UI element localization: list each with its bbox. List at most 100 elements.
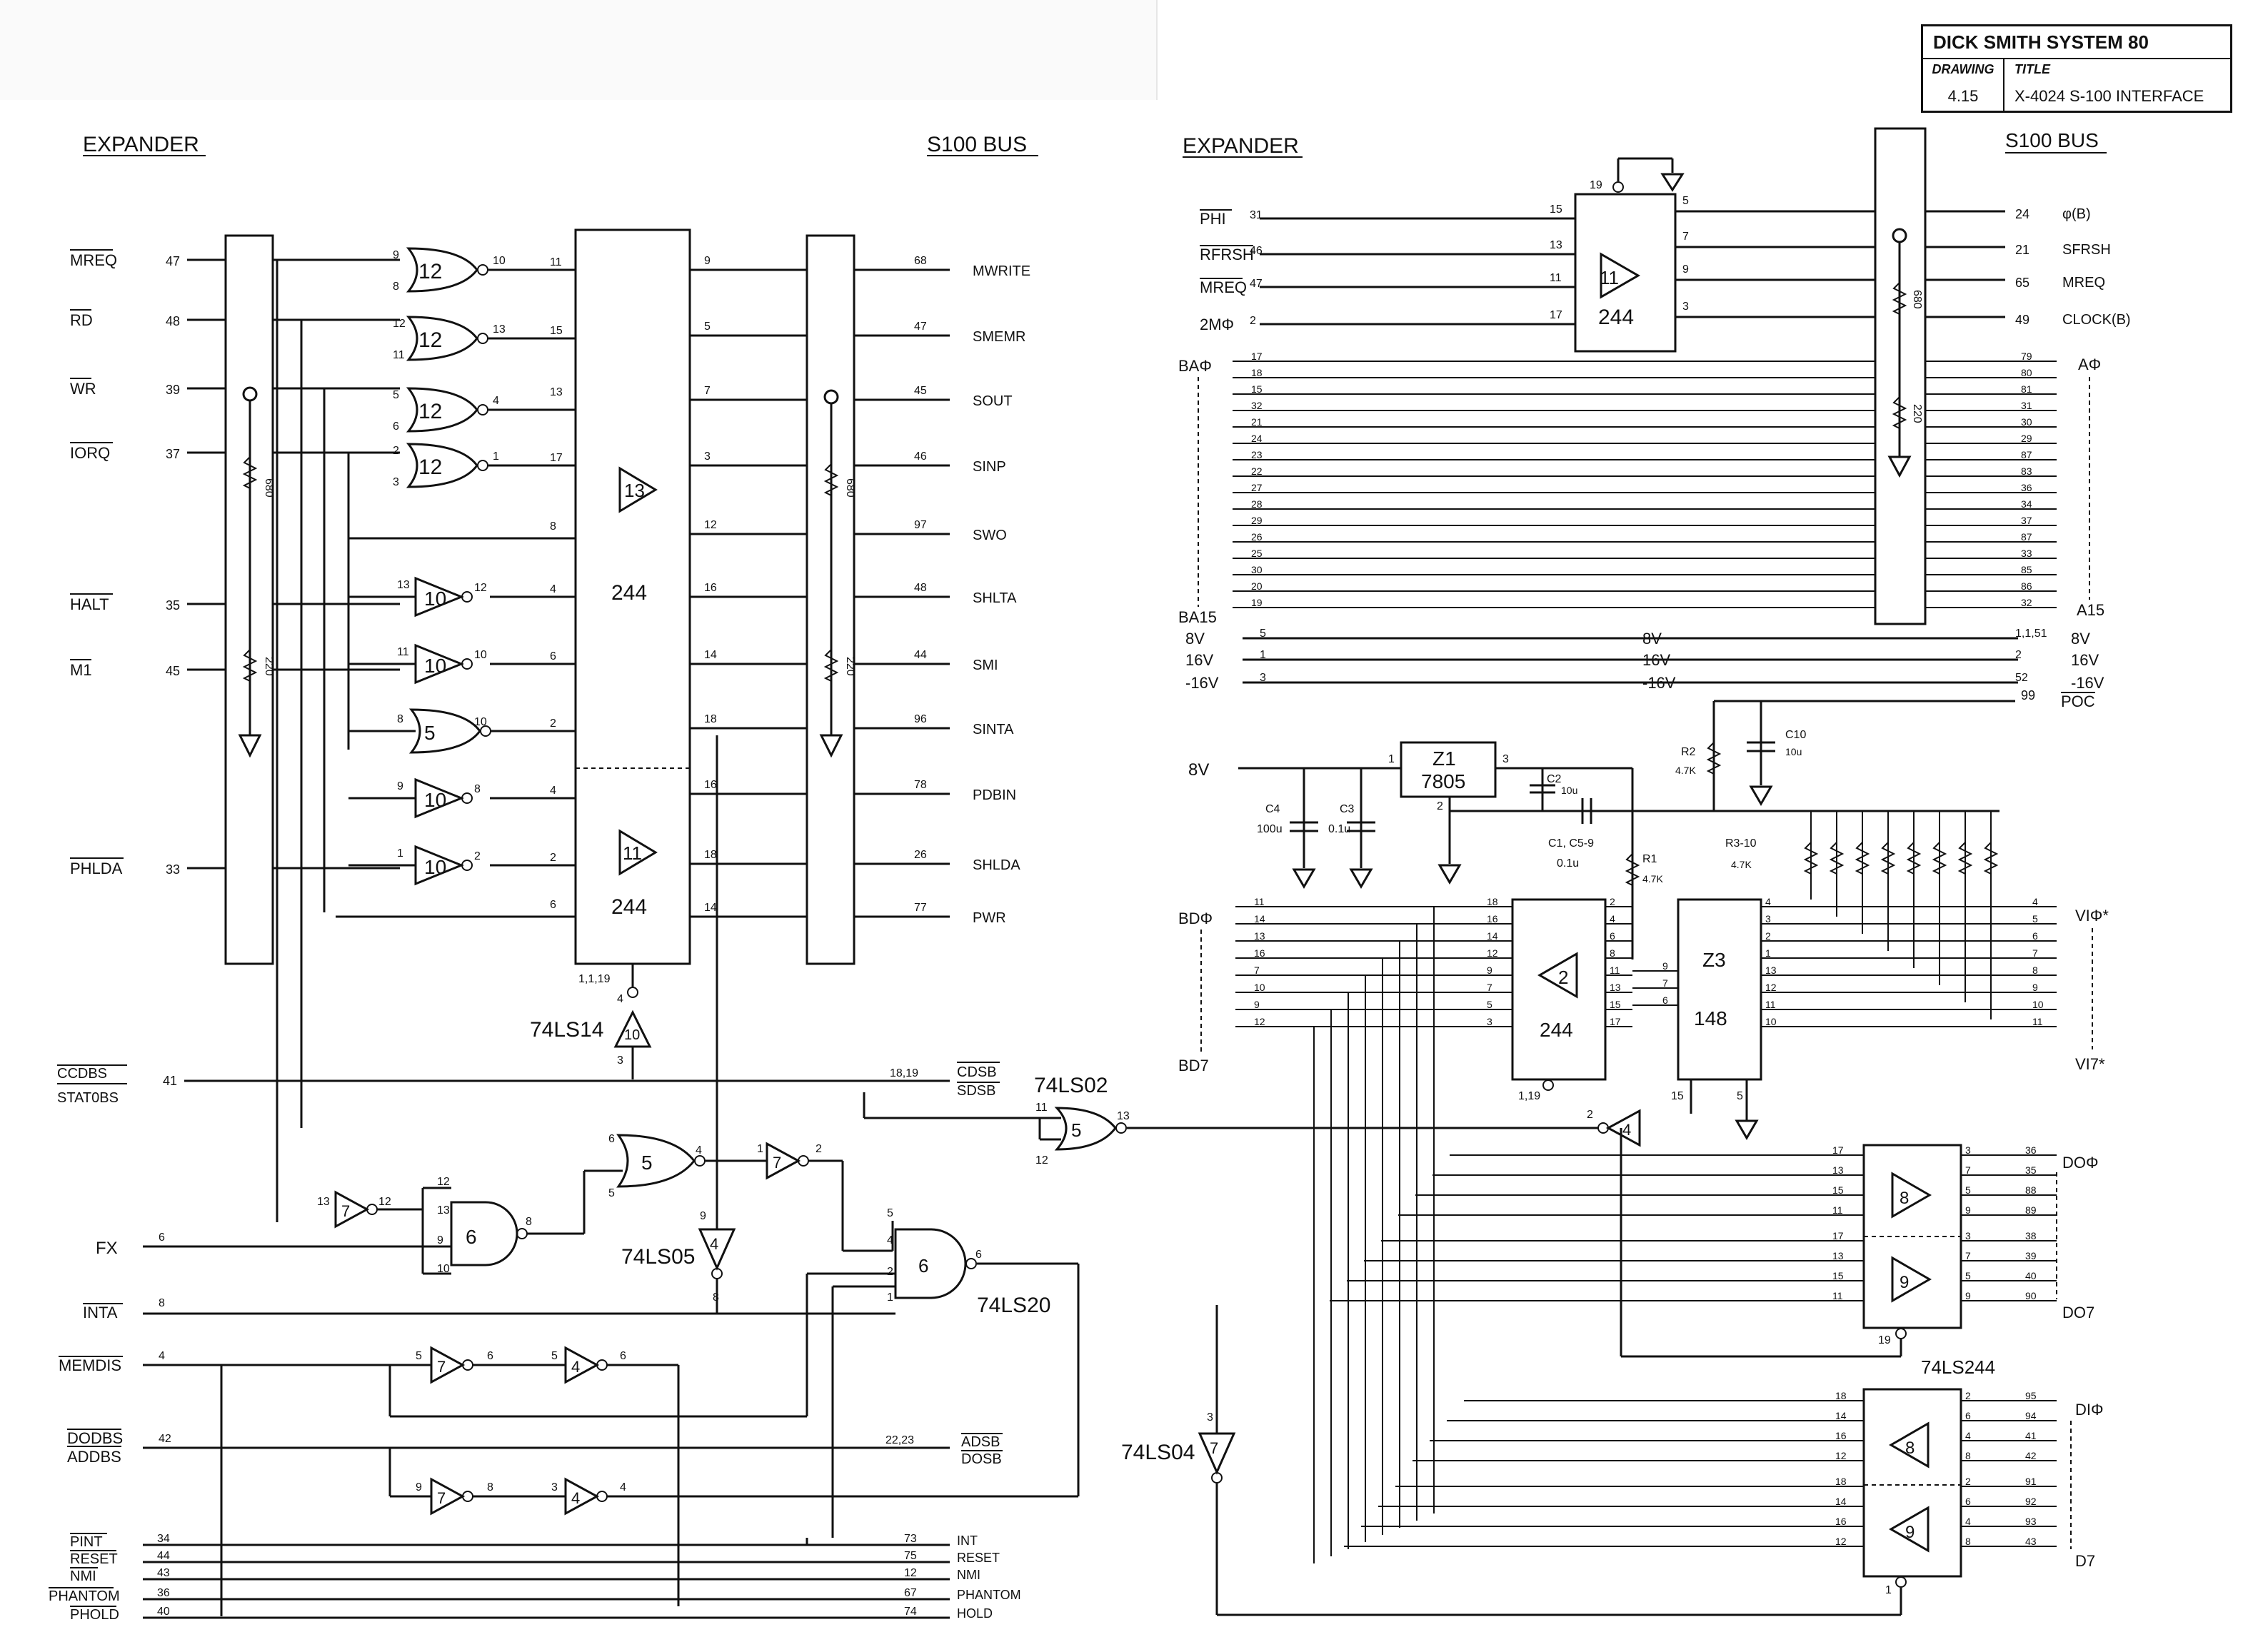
ls14-in-pin: 3 — [617, 1054, 623, 1067]
clock-244-bubble — [1612, 181, 1624, 193]
addbs-label: ADDBS — [67, 1448, 121, 1466]
bus-signal-sinta: SINTA — [973, 722, 1014, 737]
right-pullup-node — [1892, 228, 1907, 243]
z2-244-symbol — [1537, 952, 1578, 999]
memdis-pin-b: 6 — [487, 1350, 493, 1362]
address-pin: 22 — [1251, 465, 1263, 477]
inverter-pin-in: 9 — [397, 780, 403, 792]
bus-signal-mwrite: MWRITE — [973, 263, 1030, 279]
z3-out-pin: 1 — [1765, 947, 1771, 959]
address-bus-pin: 83 — [2021, 465, 2032, 477]
clock-signal-0: PHI — [1200, 210, 1226, 228]
buffer-in-pin: 15 — [550, 325, 563, 337]
nor-pin-out: 4 — [493, 395, 499, 407]
address-bus-pin: 33 — [2021, 548, 2032, 559]
address-bus-pin: 85 — [2021, 564, 2032, 575]
do-in-pin: 15 — [1832, 1184, 1844, 1196]
drawing-header: DRAWING — [1932, 62, 1994, 76]
r1-value: 4.7K — [1642, 873, 1663, 885]
inv7-pin-in: 1 — [757, 1143, 763, 1155]
poc-pin: 99 — [2021, 688, 2035, 702]
address-pin: 30 — [1251, 564, 1263, 575]
c3-value: 0.1u — [1328, 823, 1350, 835]
cdsb-pins: 18,19 — [890, 1067, 918, 1079]
ls05-gate-num: 4 — [710, 1235, 718, 1253]
ls02-gate-num: 5 — [1071, 1119, 1081, 1141]
right-ground-arrow — [1887, 455, 1912, 478]
buffer-in-pin: 11 — [550, 256, 562, 268]
z3-label: Z3 — [1702, 949, 1726, 971]
inv7-gate — [766, 1142, 801, 1180]
z1-out-pin: 3 — [1502, 753, 1509, 765]
c2-label: C2 — [1547, 773, 1562, 785]
bus-pin: 48 — [914, 582, 927, 594]
buffer-in-pin: 4 — [550, 785, 556, 797]
left-bus-heading: S100 BUS — [927, 133, 1027, 156]
ls04-pin: 3 — [1207, 1411, 1213, 1424]
address-bus-pin: 80 — [2021, 367, 2032, 378]
right-resistor-top — [1892, 282, 1907, 315]
bus-signal-swo: SWO — [973, 528, 1007, 543]
vi-pin: 7 — [2032, 947, 2038, 959]
buffer-in-pin: 17 — [550, 452, 563, 464]
z1-ground — [1437, 864, 1462, 885]
memdis-pin-d: 6 — [620, 1350, 626, 1362]
bus-pin: 77 — [914, 902, 927, 914]
do-in-pin: 11 — [1832, 1204, 1843, 1216]
clock-bus-pin: 21 — [2015, 243, 2029, 257]
left-resistor-pack — [224, 234, 274, 965]
right-resistor-bottom — [1892, 396, 1907, 429]
nor5-pin-out: 4 — [696, 1144, 702, 1157]
z3-part: 148 — [1694, 1007, 1727, 1029]
clock-in-pin: 15 — [1550, 203, 1562, 216]
address-pin: 19 — [1251, 597, 1263, 608]
buffer-out-pin: 9 — [704, 255, 711, 267]
bottom-signal-reset: RESET — [70, 1551, 118, 1567]
do-out-pin: 7 — [1965, 1250, 1971, 1261]
address-pin: 32 — [1251, 400, 1263, 411]
nand6-pin-a: 12 — [437, 1176, 450, 1188]
clock-out-pin: 3 — [1682, 301, 1689, 313]
z3-out-pin: 3 — [1765, 913, 1771, 925]
z2-out-pin: 8 — [1610, 947, 1615, 959]
inv4-gate — [1605, 1109, 1641, 1147]
bottom-signal-phantom: PHANTOM — [49, 1588, 120, 1604]
buffer-out-pin: 7 — [704, 385, 711, 397]
bus-signal-sout: SOUT — [973, 393, 1013, 409]
address-pin: 15 — [1251, 383, 1263, 395]
clock-bus-pin: 65 — [2015, 276, 2029, 290]
inverter-bubble — [461, 658, 473, 670]
nor5-pin-b: 5 — [608, 1187, 615, 1199]
di-244-upper-symbol — [1888, 1421, 1930, 1469]
address-bus-pin: 37 — [2021, 515, 2032, 526]
r3-label: R3-10 — [1725, 837, 1757, 850]
do-lower-gate: 9 — [1900, 1273, 1909, 1292]
address-pin: 27 — [1251, 482, 1263, 493]
vi-pin: 8 — [2032, 964, 2038, 976]
bottom-signal-phold: PHOLD — [70, 1607, 119, 1623]
left-bus-resistor-top-value: 680 — [844, 478, 856, 498]
nor-gate — [406, 443, 478, 488]
c1-label: C1, C5-9 — [1548, 837, 1594, 850]
left-expander-heading: EXPANDER — [83, 133, 199, 156]
buffer-in-pin: 13 — [550, 386, 563, 398]
inverter-pin-out: 2 — [474, 850, 481, 862]
nor-pin-a: 12 — [393, 318, 406, 330]
bottom-bus-pin: 75 — [904, 1550, 917, 1562]
pullup-resistor — [1803, 842, 1819, 875]
di-bus-pin: 94 — [2025, 1410, 2037, 1421]
power-bus-name: -16V — [2071, 674, 2104, 692]
nand6-pin-b: 13 — [437, 1204, 450, 1217]
bottom-bus-pin: 74 — [904, 1606, 917, 1618]
do0-label: DOΦ — [2062, 1154, 2099, 1172]
address-pin: 23 — [1251, 449, 1263, 460]
vi0-label: VIΦ* — [2075, 907, 2109, 925]
expander-signal-wr: WR — [70, 380, 96, 398]
di-bus-pin: 41 — [2025, 1430, 2037, 1441]
left-ground-arrow — [238, 734, 262, 758]
ls20-label: 74LS20 — [977, 1294, 1050, 1317]
